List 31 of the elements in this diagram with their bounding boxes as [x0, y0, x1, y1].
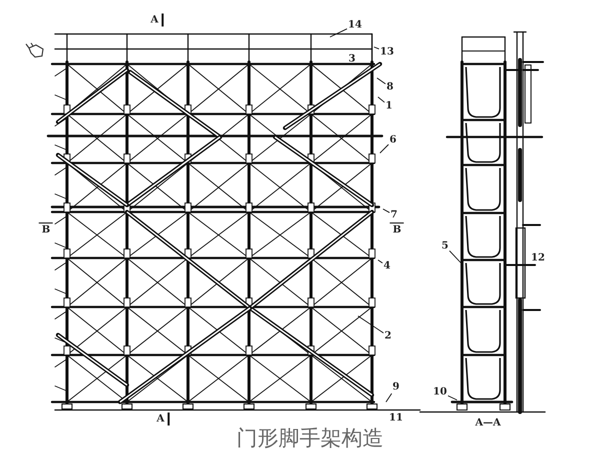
leader-line: [449, 250, 462, 264]
callout-number: 8: [386, 82, 394, 92]
leader-line: [380, 144, 389, 154]
section-label: A—A: [475, 418, 501, 428]
leader-line: [330, 28, 348, 38]
leader-line: [378, 96, 385, 103]
leader-line: [382, 208, 390, 213]
leader-line: [378, 260, 383, 264]
callout-number: 3: [348, 54, 356, 64]
callout-number: 6: [390, 134, 396, 146]
section-mark: A: [150, 14, 164, 26]
callout-number: 13: [380, 46, 394, 58]
section-mark: A: [156, 412, 170, 426]
leader-line: [358, 316, 384, 334]
leader-line: [386, 393, 392, 402]
section-mark: B: [38, 222, 54, 236]
leader-line: [448, 395, 458, 400]
callout-number: 1: [386, 100, 392, 112]
callout-number: 4: [384, 260, 390, 272]
caption: 门形脚手架构造: [236, 425, 384, 452]
callout-number: 12: [531, 252, 545, 264]
callout-number: 7: [390, 210, 398, 220]
callout-number: 5: [442, 240, 448, 252]
callout-number: 2: [384, 330, 392, 342]
leader-line: [376, 78, 386, 84]
callout-number: 9: [392, 382, 400, 392]
leader-line: [374, 46, 380, 50]
section-mark: B: [390, 222, 404, 236]
callout-number: 10: [433, 386, 447, 398]
callout-number: 11: [389, 412, 403, 424]
callout-number: 14: [348, 20, 362, 30]
